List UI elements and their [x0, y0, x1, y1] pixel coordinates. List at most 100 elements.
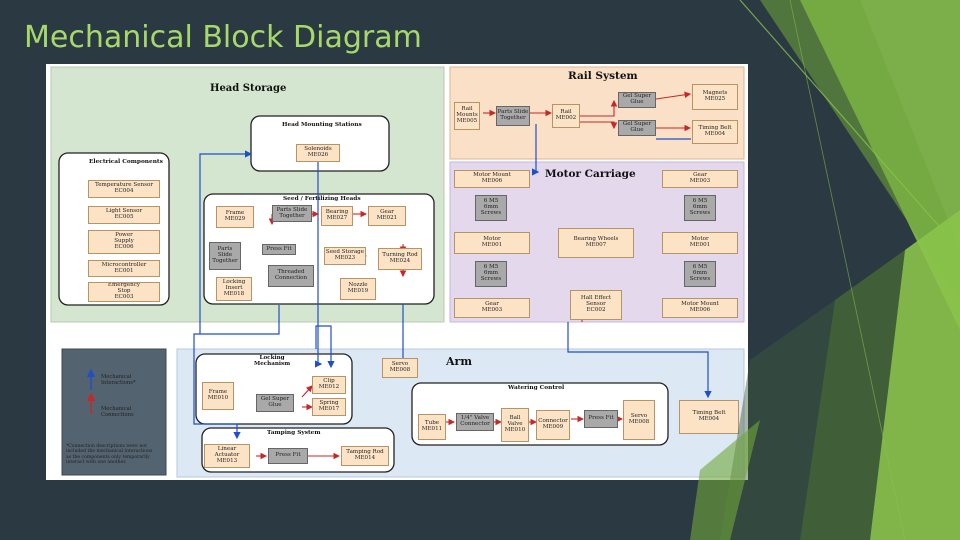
- block-label: Servo: [391, 361, 409, 368]
- block-label: Sensor: [586, 301, 606, 308]
- arm-title: Arm: [446, 355, 472, 368]
- block-label: Gel Super: [260, 396, 290, 403]
- block-label: 6 M5: [692, 198, 708, 205]
- legend-note-line: interact with one another.: [66, 459, 127, 465]
- block-label: Supply: [114, 238, 134, 245]
- block-label: Timing Belt: [698, 125, 732, 132]
- block-label: Frame: [225, 210, 245, 217]
- block-code: ME023: [334, 255, 356, 261]
- blue-arrow: [567, 322, 712, 399]
- block-label: Glue: [268, 402, 282, 408]
- block-label: 6mm: [692, 270, 708, 277]
- block-label: Connector: [460, 421, 490, 427]
- block-label: Nozzle: [348, 282, 368, 289]
- blue-arrow: [315, 325, 335, 369]
- block-label: Parts: [217, 246, 233, 253]
- block-code: EC003: [114, 293, 134, 300]
- block-label: Bearing: [325, 209, 349, 216]
- block-label: 6 M5: [483, 198, 499, 205]
- head-mounting-title: Head Mounting Stations: [282, 122, 362, 128]
- legend-connections-label: Mechanical Connections: [101, 406, 134, 419]
- blue-arrow: [193, 305, 280, 440]
- block-code: ME004: [704, 131, 726, 137]
- block-label: Together: [279, 212, 305, 219]
- block-label: Screws: [689, 209, 711, 216]
- legend-interactions-label: Mechanical Interactions*: [101, 374, 136, 387]
- block-label: Solenoids: [304, 146, 332, 153]
- legend-line: Mechanical: [101, 374, 132, 380]
- legend-line: Interactions*: [101, 379, 136, 386]
- legend-line: Connections: [101, 411, 134, 418]
- block-code: EC001: [114, 267, 134, 274]
- red-arrow: [579, 121, 618, 130]
- press-fit-block: Press Fit: [584, 410, 618, 428]
- block-label: Frame: [208, 389, 228, 396]
- block-label: Gear: [380, 209, 394, 216]
- block-label: Timing Belt: [692, 410, 726, 417]
- block-label: Gear: [485, 301, 499, 308]
- block-code: ME017: [318, 406, 340, 412]
- block-label: Gel Super: [622, 93, 652, 100]
- press-fit-block: Press Fit: [262, 244, 296, 255]
- locking-title-line: Mechanism: [254, 361, 291, 367]
- block-label: Locking: [222, 279, 246, 286]
- block-label: Hall Effect: [580, 295, 612, 302]
- block-label: 6mm: [483, 204, 499, 211]
- block-label: Connector: [538, 418, 568, 425]
- block-code: ME024: [389, 258, 411, 264]
- block-label: Slide: [217, 252, 233, 259]
- legend-note-line: as the components only temporarily: [66, 454, 150, 460]
- block-label: 6 M5: [692, 264, 708, 271]
- block-label: Gel Super: [622, 121, 652, 128]
- block-label: Temperature Sensor: [94, 182, 154, 189]
- block-label: Servo: [630, 413, 648, 420]
- slide-title: Mechanical Block Diagram: [24, 20, 422, 55]
- block-code: ME010: [207, 395, 229, 401]
- block-label: Valve: [507, 421, 523, 428]
- legend-note-line: included the mechanical interactions: [66, 449, 153, 455]
- block-code: ME021: [376, 215, 398, 221]
- block-label: Actuator: [214, 452, 240, 459]
- block-label: Insert: [225, 285, 243, 292]
- block-code: ME005: [456, 117, 478, 124]
- block-code: ME006: [481, 178, 503, 184]
- block-label: Together: [212, 257, 238, 264]
- block-label: Glue: [630, 127, 644, 133]
- block-label: 6mm: [692, 204, 708, 211]
- block-label: Connection: [274, 275, 308, 281]
- locking-title-line: Locking: [259, 355, 285, 361]
- block-code: ME018: [223, 290, 245, 297]
- head-storage-title: Head Storage: [210, 83, 287, 94]
- block-label: Parts Slide: [497, 109, 529, 116]
- block-label: Seed Storage: [325, 249, 365, 256]
- block-label: Microcontroller: [101, 261, 147, 268]
- locking-title: Locking Mechanism: [254, 355, 290, 367]
- block-label: Motor Mount: [473, 172, 511, 179]
- block-label: Clip: [323, 378, 335, 385]
- block-label: Mounts: [456, 112, 478, 119]
- block-code: ME027: [326, 215, 348, 221]
- block-label: Rail: [560, 109, 572, 116]
